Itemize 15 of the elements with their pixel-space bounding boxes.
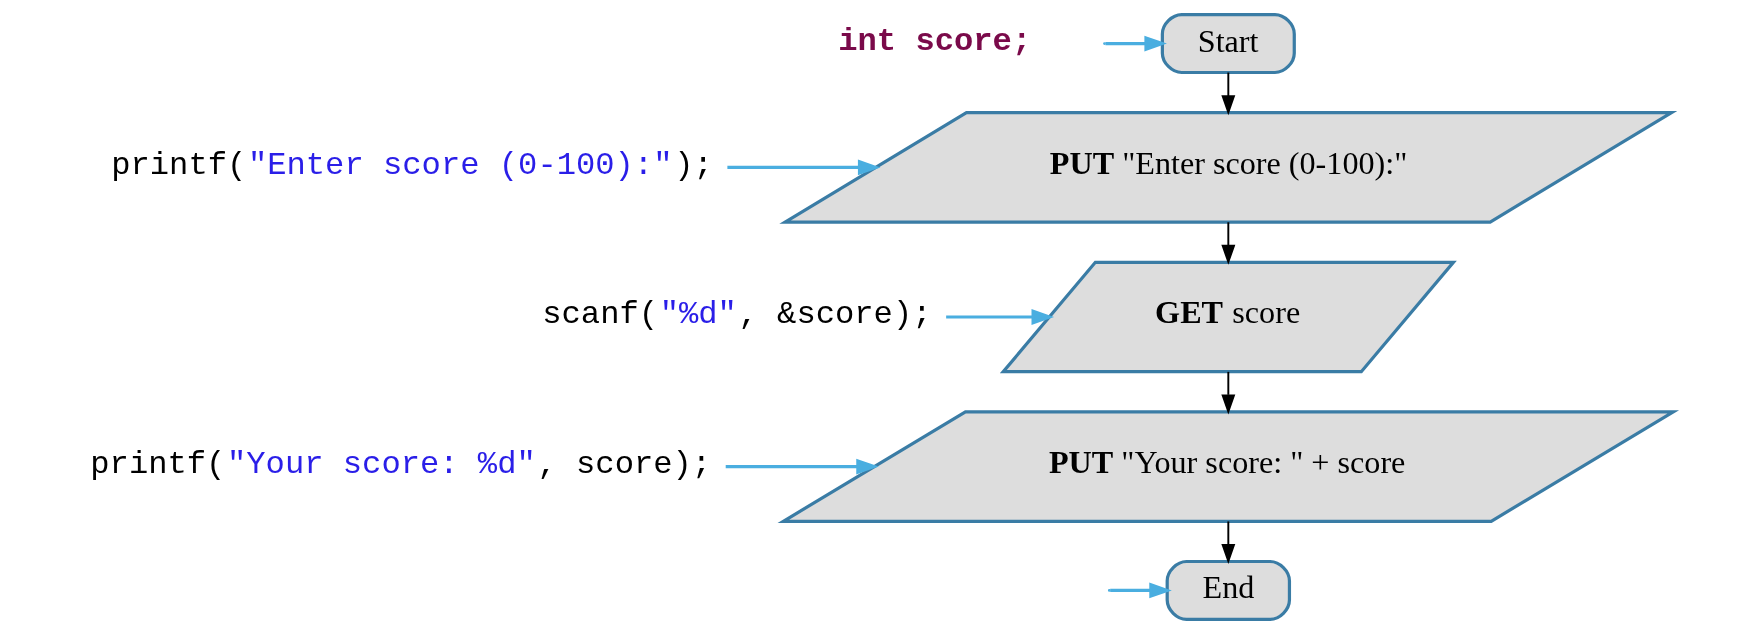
node-text: printf("Enter score (0-100):"); bbox=[110, 146, 713, 184]
arrow bbox=[1220, 221, 1235, 265]
arrow bbox=[1220, 71, 1235, 116]
node-text: printf("Your score: %d", score); bbox=[89, 446, 711, 484]
arrow bbox=[1220, 370, 1235, 415]
arrow bbox=[1104, 35, 1167, 52]
arrow bbox=[726, 159, 880, 176]
arrow bbox=[725, 458, 879, 475]
label: int score; bbox=[837, 22, 1031, 60]
arrow bbox=[945, 309, 1054, 325]
node-box: Start bbox=[1160, 13, 1296, 75]
node-text: scanf("%d", &score); bbox=[541, 296, 932, 334]
arrow bbox=[1220, 520, 1235, 564]
node-box: End bbox=[1165, 559, 1291, 621]
arrow bbox=[1109, 582, 1172, 599]
